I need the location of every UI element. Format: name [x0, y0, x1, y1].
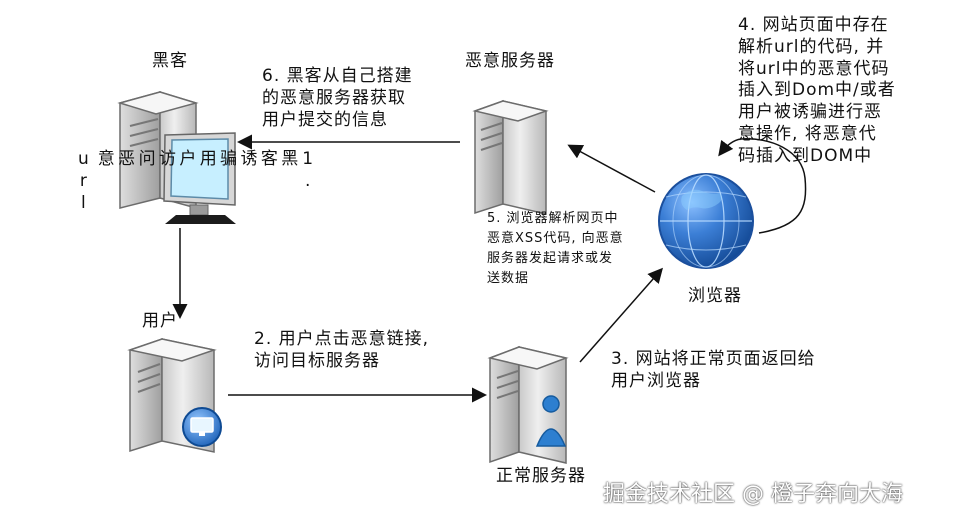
normal-server-label: 正常服务器: [496, 466, 586, 486]
browser-label: 浏览器: [688, 286, 742, 306]
watermark-text: 掘金技术社区 @ 橙子奔向大海: [603, 482, 903, 507]
step2-text: 2. 用户点击恶意链接, 访问目标服务器: [254, 329, 430, 371]
arrow-step4-loop: [718, 138, 807, 234]
step5-text: 5. 浏览器解析网页中 恶意XSS代码, 向恶意 服务器发起请求或发 送数据: [487, 211, 624, 287]
user-label: 用户: [142, 311, 178, 331]
user-computer-icon: [127, 337, 222, 453]
hacker-computer-icon: [117, 90, 236, 224]
step3-text: 3. 网站将正常页面返回给 用户浏览器: [611, 349, 816, 391]
browser-globe-icon: [658, 173, 754, 269]
step1-text: 1. 黑 客 诱 骗 用 户 访 问 恶 意 url: [73, 149, 318, 215]
step6-text: 6. 黑客从自己搭建 的恶意服务器获取 用户提交的信息: [262, 66, 413, 130]
step4-text: 4. 网站页面中存在 解析url的代码, 并 将url中的恶意代码 插入到Dom…: [738, 15, 896, 166]
arrow-step5: [567, 144, 656, 193]
malicious-server-icon: [472, 99, 549, 215]
malicious-server-label: 恶意服务器: [465, 51, 555, 71]
hacker-label: 黑客: [152, 51, 188, 71]
normal-server-icon: [487, 345, 569, 464]
arrow-step3: [579, 267, 663, 363]
